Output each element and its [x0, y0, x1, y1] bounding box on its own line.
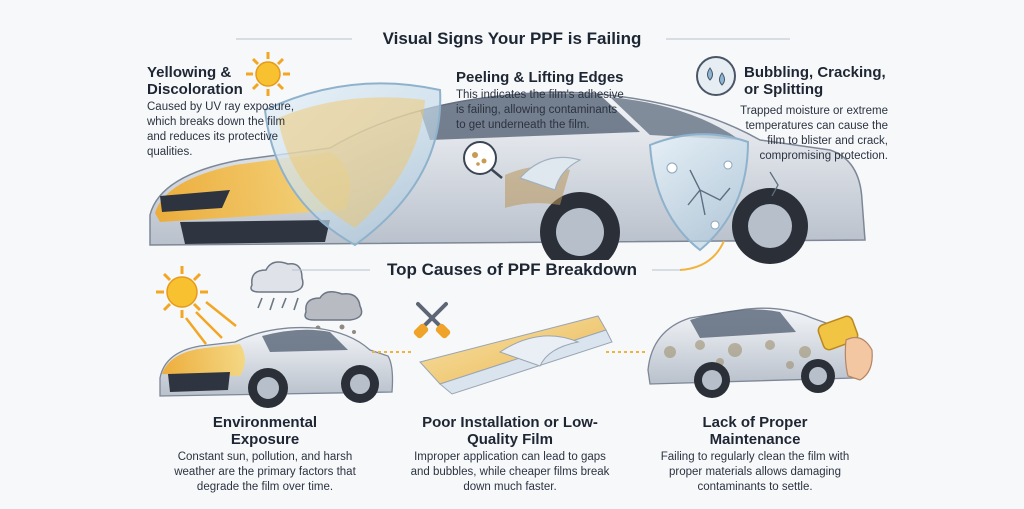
- cause-body-installation: Improper application can lead to gaps an…: [410, 451, 610, 493]
- sponge-hand-icon: [817, 315, 873, 381]
- peeling-film-curl: [518, 156, 582, 191]
- cause-body-maintenance: Failing to regularly clean the film with…: [660, 451, 850, 493]
- signs-section-title: Visual Signs Your PPF is Failing: [0, 29, 1024, 49]
- sign-body-peeling: This indicates the film's adhesive is fa…: [456, 89, 624, 131]
- uv-shield: [263, 82, 442, 247]
- sign-heading-yellowing: Yellowing & Discoloration: [147, 64, 243, 98]
- cause-heading-maintenance: Lack of Proper Maintenance: [702, 414, 808, 448]
- cause-heading-environmental: Environmental Exposure: [212, 414, 318, 448]
- tools-icon: [413, 302, 451, 339]
- environment-icon-sun: [156, 266, 208, 318]
- cause-heading-installation: Poor Installation or Low-Quality Film: [422, 414, 598, 448]
- water-drops-icon: [696, 56, 736, 96]
- rain-cloud-icon: [250, 261, 304, 311]
- cracked-shield: [648, 133, 779, 252]
- film-sheet: [419, 315, 613, 395]
- sun-rays-arrows: [185, 301, 237, 345]
- sign-heading-peeling: Peeling & Lifting Edges: [456, 69, 624, 86]
- peeling-film-icon: [463, 141, 503, 179]
- environment-car: [159, 326, 394, 408]
- cause-body-environmental: Constant sun, pollution, and harsh weath…: [174, 451, 356, 493]
- sign-heading-bubbling: Bubbling, Cracking, or Splitting: [744, 64, 886, 98]
- sun-icon: [246, 52, 290, 96]
- dirty-car: [647, 307, 855, 398]
- sign-body-yellowing: Caused by UV ray exposure, which breaks …: [147, 101, 295, 158]
- sign-body-bubbling: Trapped moisture or extreme temperatures…: [740, 105, 888, 162]
- causes-section-title: Top Causes of PPF Breakdown: [0, 260, 1024, 280]
